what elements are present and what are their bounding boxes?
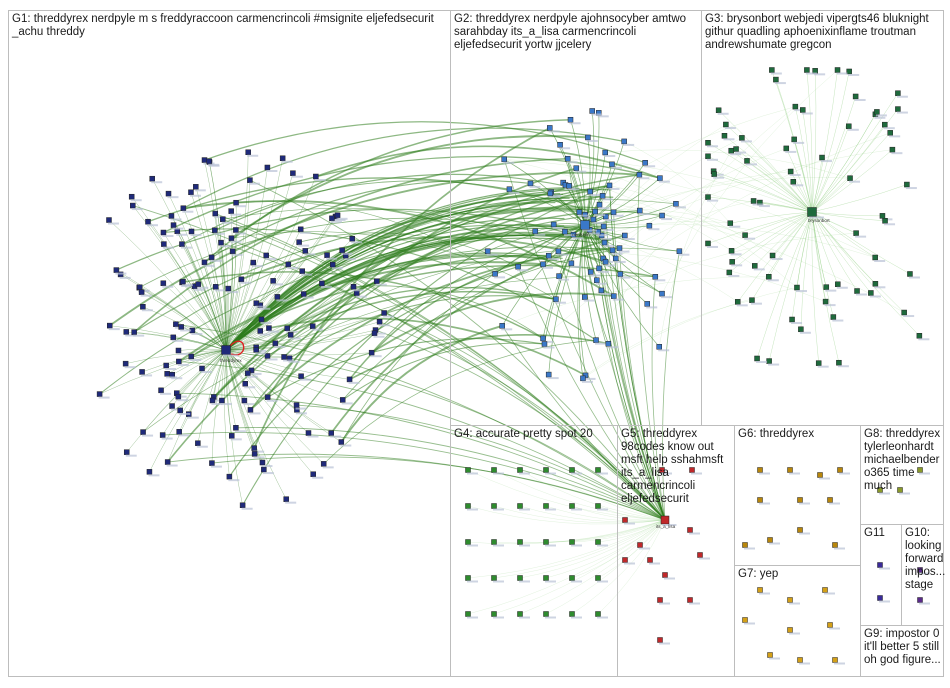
group-title-g3: G3: brysonbort webjedi vipergts46 blukni… [705, 13, 941, 52]
hub-label-g2: nerdpyle [572, 232, 590, 237]
group-title-g4: G4: accurate pretty spot 20 [454, 428, 614, 441]
group-title-g6: G6: threddyrex [738, 428, 858, 441]
group-title-g7: G7: yep [738, 568, 858, 581]
group-panel-g8: G8: threddyrex tylerleonhardt michaelben… [860, 425, 944, 525]
hub-label-g5: its_a_lisa [656, 524, 675, 529]
group-title-g1: G1: threddyrex nerdpyle m s freddyraccoo… [12, 13, 448, 39]
group-title-g10: G10: looking forward impos... stage [905, 527, 945, 592]
hub-label-g1: threddyrex [220, 358, 242, 363]
group-panel-g9: G9: impostor 0 it'll better 5 still oh g… [860, 625, 944, 677]
group-title-g5: G5: threddyrex 98codes know out msft hel… [621, 428, 733, 506]
group-panel-g7: G7: yep [734, 565, 861, 677]
group-title-g8: G8: threddyrex tylerleonhardt michaelben… [864, 428, 944, 493]
group-panel-g2: G2: threddyrex nerdpyle ajohnsocyber amt… [450, 10, 702, 426]
group-panel-g1: G1: threddyrex nerdpyle m s freddyraccoo… [8, 10, 451, 677]
group-title-g9: G9: impostor 0 it'll better 5 still oh g… [864, 628, 944, 667]
group-panel-g4: G4: accurate pretty spot 20 [450, 425, 618, 677]
group-title-g2: G2: threddyrex nerdpyle ajohnsocyber amt… [454, 13, 700, 52]
hub-label-g3: brysonbort [808, 218, 830, 223]
group-panel-g10: G10: looking forward impos... stage [901, 524, 944, 626]
group-panel-g11: G11 [860, 524, 902, 626]
group-panel-g5: G5: threddyrex 98codes know out msft hel… [617, 425, 735, 677]
group-panel-g6: G6: threddyrex [734, 425, 861, 566]
group-title-g11: G11 [864, 527, 902, 540]
